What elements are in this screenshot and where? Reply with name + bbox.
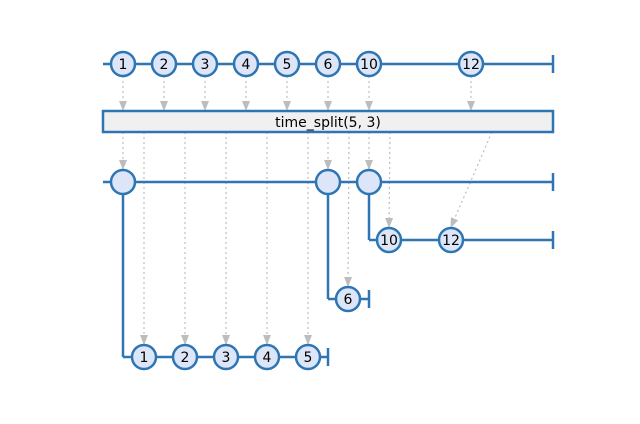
window-marker-3 <box>355 168 383 196</box>
input-marble-5-label: 5 <box>283 57 292 73</box>
window-3-marble-10 <box>375 226 403 254</box>
window-1-marble-3-label: 3 <box>222 350 231 366</box>
operator-box-group: time_split(5, 3) <box>101 109 555 134</box>
input-marble-2 <box>150 50 178 78</box>
window-2-arrow-6 <box>344 131 353 287</box>
window-1-marble-2-label: 2 <box>181 350 190 366</box>
window-1-marble-5-label: 5 <box>304 350 313 366</box>
input-marble-3 <box>191 50 219 78</box>
window-marker-1 <box>109 168 137 196</box>
window-2-marble-6 <box>334 285 362 313</box>
emission-arrows <box>119 76 493 345</box>
input-marble-1-label: 1 <box>119 57 128 73</box>
window-3-arrow-12 <box>450 131 493 228</box>
window-3-marble-10-label: 10 <box>380 233 398 249</box>
window-1-marble-2 <box>171 343 199 371</box>
input-marble-10-label: 10 <box>360 57 378 73</box>
input-marble-6-label: 6 <box>324 57 333 73</box>
input-marble-3-label: 3 <box>201 57 210 73</box>
window-2-marble-6-label: 6 <box>344 292 353 308</box>
input-marble-10 <box>355 50 383 78</box>
window-3-marble-12 <box>437 226 465 254</box>
input-marble-5 <box>273 50 301 78</box>
input-marble-4 <box>232 50 260 78</box>
window-1-marble-1 <box>130 343 158 371</box>
window-1-marble-5 <box>294 343 322 371</box>
operator-box <box>101 109 555 134</box>
window-marker-2 <box>314 168 342 196</box>
window-1-marble-4-label: 4 <box>263 350 272 366</box>
window-1-marble-4 <box>253 343 281 371</box>
input-marble-1 <box>109 50 137 78</box>
input-marble-12-label: 12 <box>462 57 480 73</box>
window-3-arrow-10 <box>385 131 394 228</box>
input-marble-12 <box>457 50 485 78</box>
window-3-marble-12-label: 12 <box>442 233 460 249</box>
input-marble-2-label: 2 <box>160 57 169 73</box>
window-1-marble-1-label: 1 <box>140 350 149 366</box>
input-marble-6 <box>314 50 342 78</box>
window-1-marble-3 <box>212 343 240 371</box>
input-marble-4-label: 4 <box>242 57 251 73</box>
operator-label: time_split(5, 3) <box>275 115 381 131</box>
